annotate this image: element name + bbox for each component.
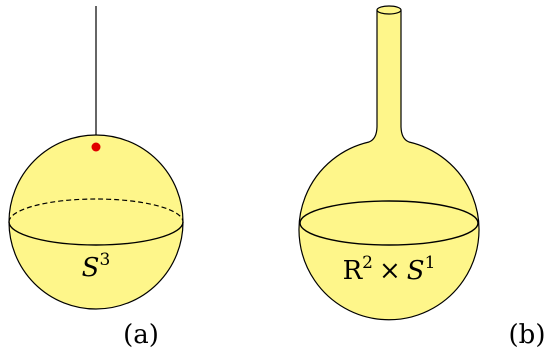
caption-a: (a) <box>123 320 159 350</box>
panel-b: R2×S1 (b) <box>298 5 546 350</box>
equator-a-front <box>8 221 184 246</box>
sphere-a-label: S3 <box>82 250 111 283</box>
marked-point <box>91 142 101 152</box>
equator-b-back <box>299 200 479 224</box>
caption-b: (b) <box>509 320 546 350</box>
equator-a-back <box>8 198 184 223</box>
equator-b-front <box>299 222 479 246</box>
tube-opening <box>376 5 402 15</box>
panel-a: S3 (a) <box>8 6 184 350</box>
sphere-b-label: R2×S1 <box>343 253 436 286</box>
